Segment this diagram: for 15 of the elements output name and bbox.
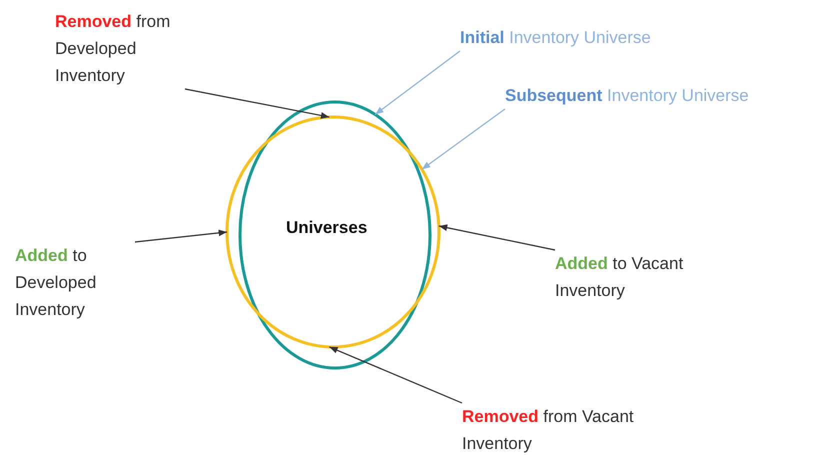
leader-line: [329, 346, 462, 404]
callout-text: Removed from Developed Inventory: [55, 8, 185, 89]
callout-text: Added to Developed Inventory: [15, 242, 135, 323]
center-label: Universes: [286, 217, 368, 239]
callout-text: Removed from Vacant Inventory: [462, 403, 637, 455]
universe-ellipse: [225, 115, 441, 349]
leader-line: [422, 108, 506, 170]
leader-line: [438, 224, 556, 251]
leader-line: [184, 88, 330, 119]
leader-line: [134, 230, 228, 243]
leader-line: [374, 50, 460, 115]
universe-ellipse: [238, 100, 432, 370]
callout-text: Initial Inventory Universe: [460, 24, 651, 51]
callout-text: Added to Vacant Inventory: [555, 250, 725, 304]
callout-text: Subsequent Inventory Universe: [505, 82, 749, 109]
